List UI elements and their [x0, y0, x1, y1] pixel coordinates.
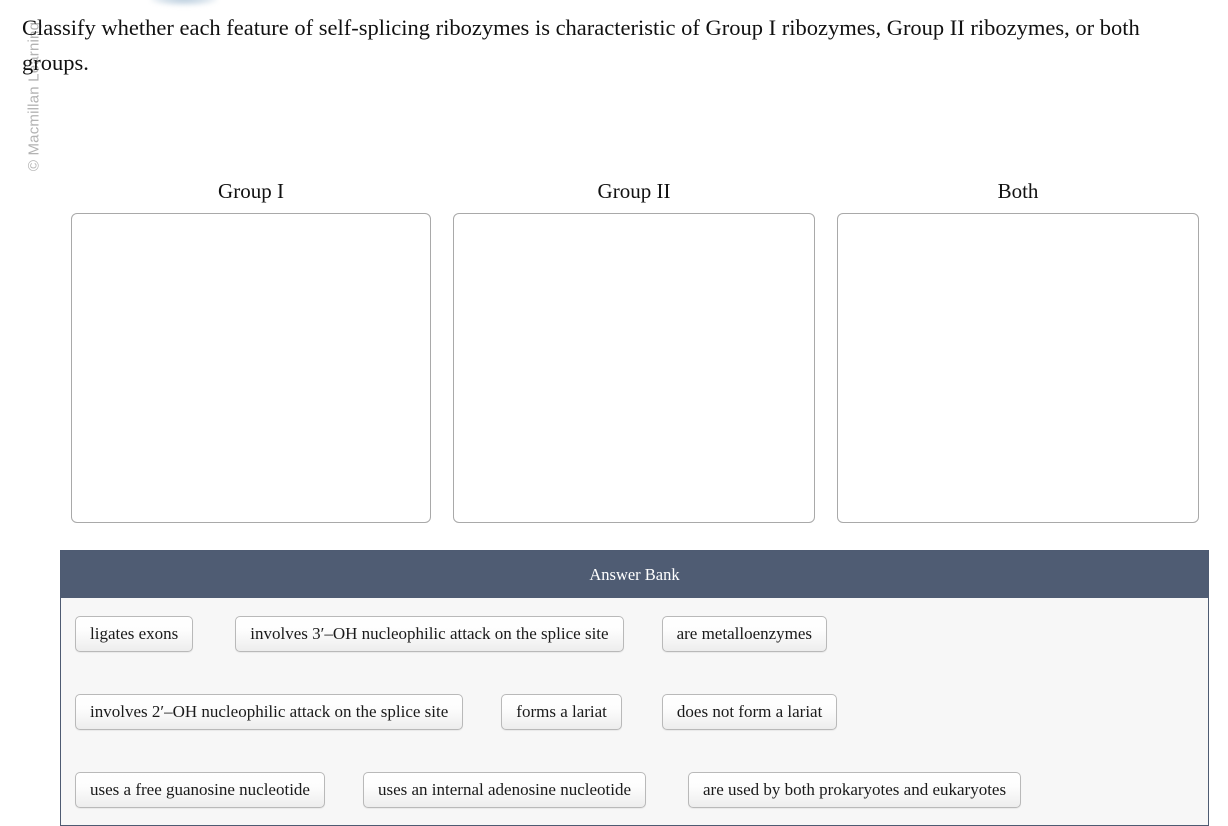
dropzone-column-group-i: Group I — [71, 178, 431, 523]
classification-dropzones: Group I Group II Both — [71, 178, 1199, 523]
question-prompt: Classify whether each feature of self-sp… — [22, 15, 1140, 75]
answer-bank-body: ligates exons involves 3′–OH nucleophili… — [61, 598, 1208, 808]
dropzone-box-both[interactable] — [837, 213, 1199, 523]
answer-chip-row: uses a free guanosine nucleotide uses an… — [75, 772, 1194, 808]
dropzone-column-both: Both — [837, 178, 1199, 523]
dropzone-column-group-ii: Group II — [453, 178, 815, 523]
answer-chip-row: involves 2′–OH nucleophilic attack on th… — [75, 694, 1194, 730]
answer-bank-panel: Answer Bank ligates exons involves 3′–OH… — [60, 550, 1209, 826]
dropzone-label-group-i: Group I — [218, 179, 284, 203]
answer-chip[interactable]: uses a free guanosine nucleotide — [75, 772, 325, 808]
cut-off-toolbar-element — [150, 0, 218, 6]
answer-chip[interactable]: forms a lariat — [501, 694, 622, 730]
answer-chip[interactable]: are metalloenzymes — [661, 616, 828, 652]
answer-chip-row: ligates exons involves 3′–OH nucleophili… — [75, 616, 1194, 652]
dropzone-label-both: Both — [997, 179, 1039, 203]
answer-chip[interactable]: does not form a lariat — [661, 694, 838, 730]
answer-chip[interactable]: are used by both prokaryotes and eukaryo… — [688, 772, 1022, 808]
dropzone-label-group-ii: Group II — [597, 179, 671, 203]
answer-chip[interactable]: uses an internal adenosine nucleotide — [362, 772, 647, 808]
dropzone-box-group-i[interactable] — [71, 213, 431, 523]
answer-bank-title: Answer Bank — [61, 551, 1208, 598]
answer-chip[interactable]: ligates exons — [75, 616, 194, 652]
answer-chip[interactable]: involves 2′–OH nucleophilic attack on th… — [75, 694, 464, 730]
dropzone-box-group-ii[interactable] — [453, 213, 815, 523]
answer-chip[interactable]: involves 3′–OH nucleophilic attack on th… — [235, 616, 624, 652]
